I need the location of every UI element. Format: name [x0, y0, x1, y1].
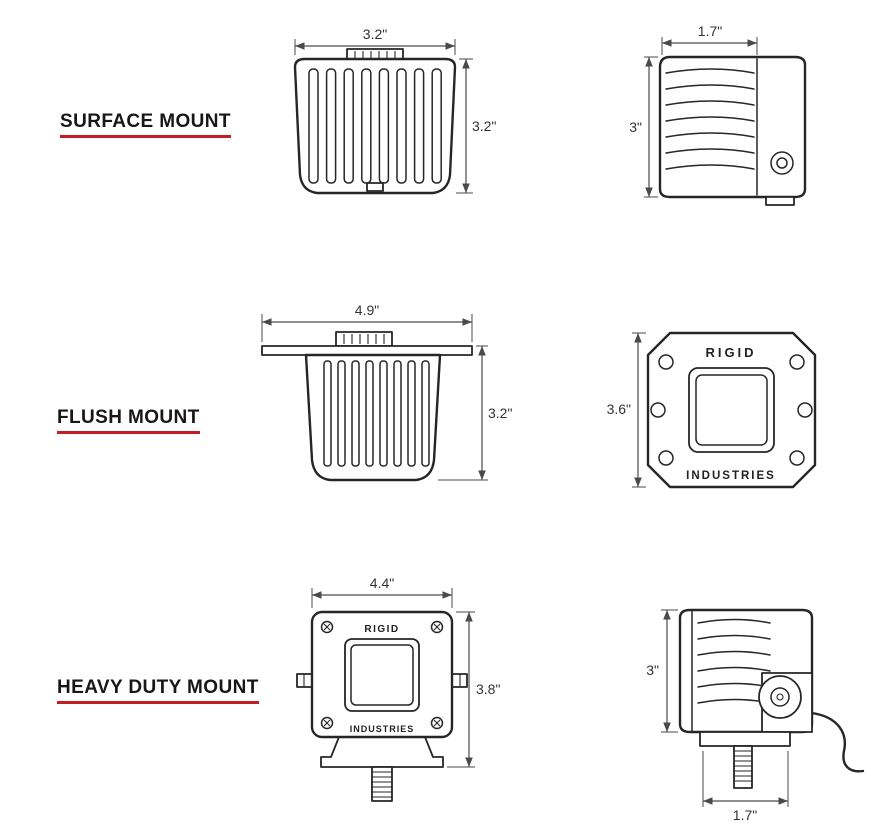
brand-top-text: RIGID	[705, 345, 756, 360]
brand-bottom-text: INDUSTRIES	[350, 724, 415, 734]
dimension-label: 3"	[629, 119, 642, 135]
flush-mount-front-view-drawing: RIGID INDUSTRIES 3.6"	[607, 331, 817, 489]
dimension-label: 3"	[646, 662, 659, 678]
dimension-label: 1.7"	[733, 807, 757, 823]
dimension-label: 3.2"	[363, 26, 387, 42]
surface-mount-rear-view-drawing: 3.2" 3.2"	[293, 26, 496, 195]
dimension-label: 3.2"	[472, 118, 496, 134]
heavy-duty-front-view-drawing: 4.4" RIGID INDUSTRIES 3.8"	[296, 575, 500, 802]
dimension-label: 4.9"	[355, 302, 379, 318]
surface-mount-label: SURFACE MOUNT	[60, 111, 231, 138]
flush-mount-label: FLUSH MOUNT	[57, 407, 200, 434]
surface-mount-side-view-drawing: 1.7" 3"	[629, 23, 807, 206]
dimension-label: 3.2"	[488, 405, 512, 421]
brand-top-text: RIGID	[364, 624, 399, 635]
brand-bottom-text: INDUSTRIES	[686, 470, 776, 482]
flush-mount-rear-view-drawing: 4.9" 3.2"	[261, 302, 512, 482]
heavy-duty-side-view-drawing: 3" 1.7"	[646, 608, 865, 823]
heavy-duty-mount-label: HEAVY DUTY MOUNT	[57, 677, 259, 704]
dimension-label: 3.6"	[607, 401, 631, 417]
dimension-label: 3.8"	[476, 681, 500, 697]
dimension-label: 4.4"	[370, 575, 394, 591]
dimension-label: 1.7"	[698, 23, 722, 39]
